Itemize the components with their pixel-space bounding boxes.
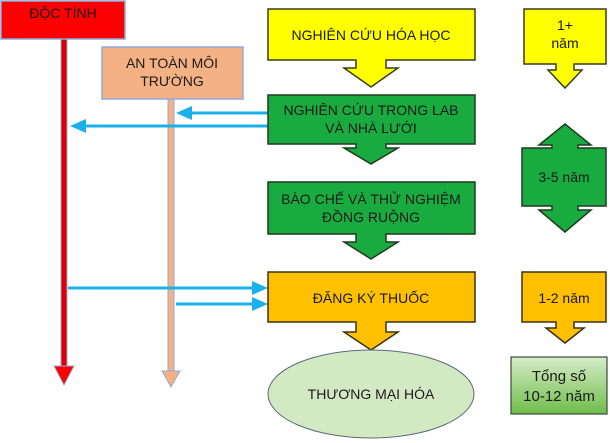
step-chemistry-label: NGHIÊN CỨU HÓA HỌC <box>292 27 451 43</box>
step-lab-label-line2: VÀ NHÀ LƯỚI <box>325 120 417 136</box>
duration-chemistry-line2: năm <box>551 35 578 51</box>
environment-label-line2: TRƯỜNG <box>140 73 204 89</box>
step-registration-label: ĐĂNG KÝ THUỐC <box>313 289 429 306</box>
duration-lab-field-label: 3-5 năm <box>538 169 589 185</box>
step-commercialization-label: THƯƠNG MẠI HÓA <box>308 386 435 402</box>
step-commercialization: THƯƠNG MẠI HÓA <box>267 349 475 439</box>
step-lab-label-line1: NGHIÊN CỨU TRONG LAB <box>283 102 458 118</box>
step-lab-research: NGHIÊN CỨU TRONG LAB VÀ NHÀ LƯỚI <box>267 94 476 165</box>
step-field-label-line2: ĐỒNG RUỘNG <box>322 208 420 225</box>
connector-environment-to-registration <box>176 297 268 311</box>
environment-label-line1: AN TOÀN MÔI <box>126 55 218 71</box>
environment-arrow <box>161 98 181 389</box>
duration-chemistry-line1: 1+ <box>557 17 573 33</box>
total-duration-line2: 10-12 năm <box>523 388 595 405</box>
step-field-testing: BÀO CHẾ VÀ THỬ NGHIỆM ĐỒNG RUỘNG <box>267 181 476 260</box>
environment-box: AN TOÀN MÔI TRƯỜNG <box>101 46 244 100</box>
duration-registration-label: 1-2 năm <box>538 290 589 306</box>
duration-chemistry: 1+ năm <box>523 8 607 90</box>
total-duration-line1: Tổng số <box>532 368 587 385</box>
toxicity-box: ĐỘC TÍNH <box>0 0 126 40</box>
duration-registration: 1-2 năm <box>521 271 607 344</box>
toxicity-arrow <box>53 37 75 387</box>
toxicity-label: ĐỘC TÍNH <box>29 5 96 21</box>
duration-lab-field: 3-5 năm <box>521 123 607 233</box>
connector-lab-to-environment <box>176 106 268 120</box>
connector-toxicity-to-registration <box>68 281 268 295</box>
step-field-label-line1: BÀO CHẾ VÀ THỬ NGHIỆM <box>281 190 461 207</box>
step-chemistry-research: NGHIÊN CỨU HÓA HỌC <box>267 8 476 88</box>
step-registration: ĐĂNG KÝ THUỐC <box>267 271 476 351</box>
total-duration-box: Tổng số 10-12 năm <box>510 356 608 415</box>
connector-lab-to-toxicity <box>70 119 268 133</box>
